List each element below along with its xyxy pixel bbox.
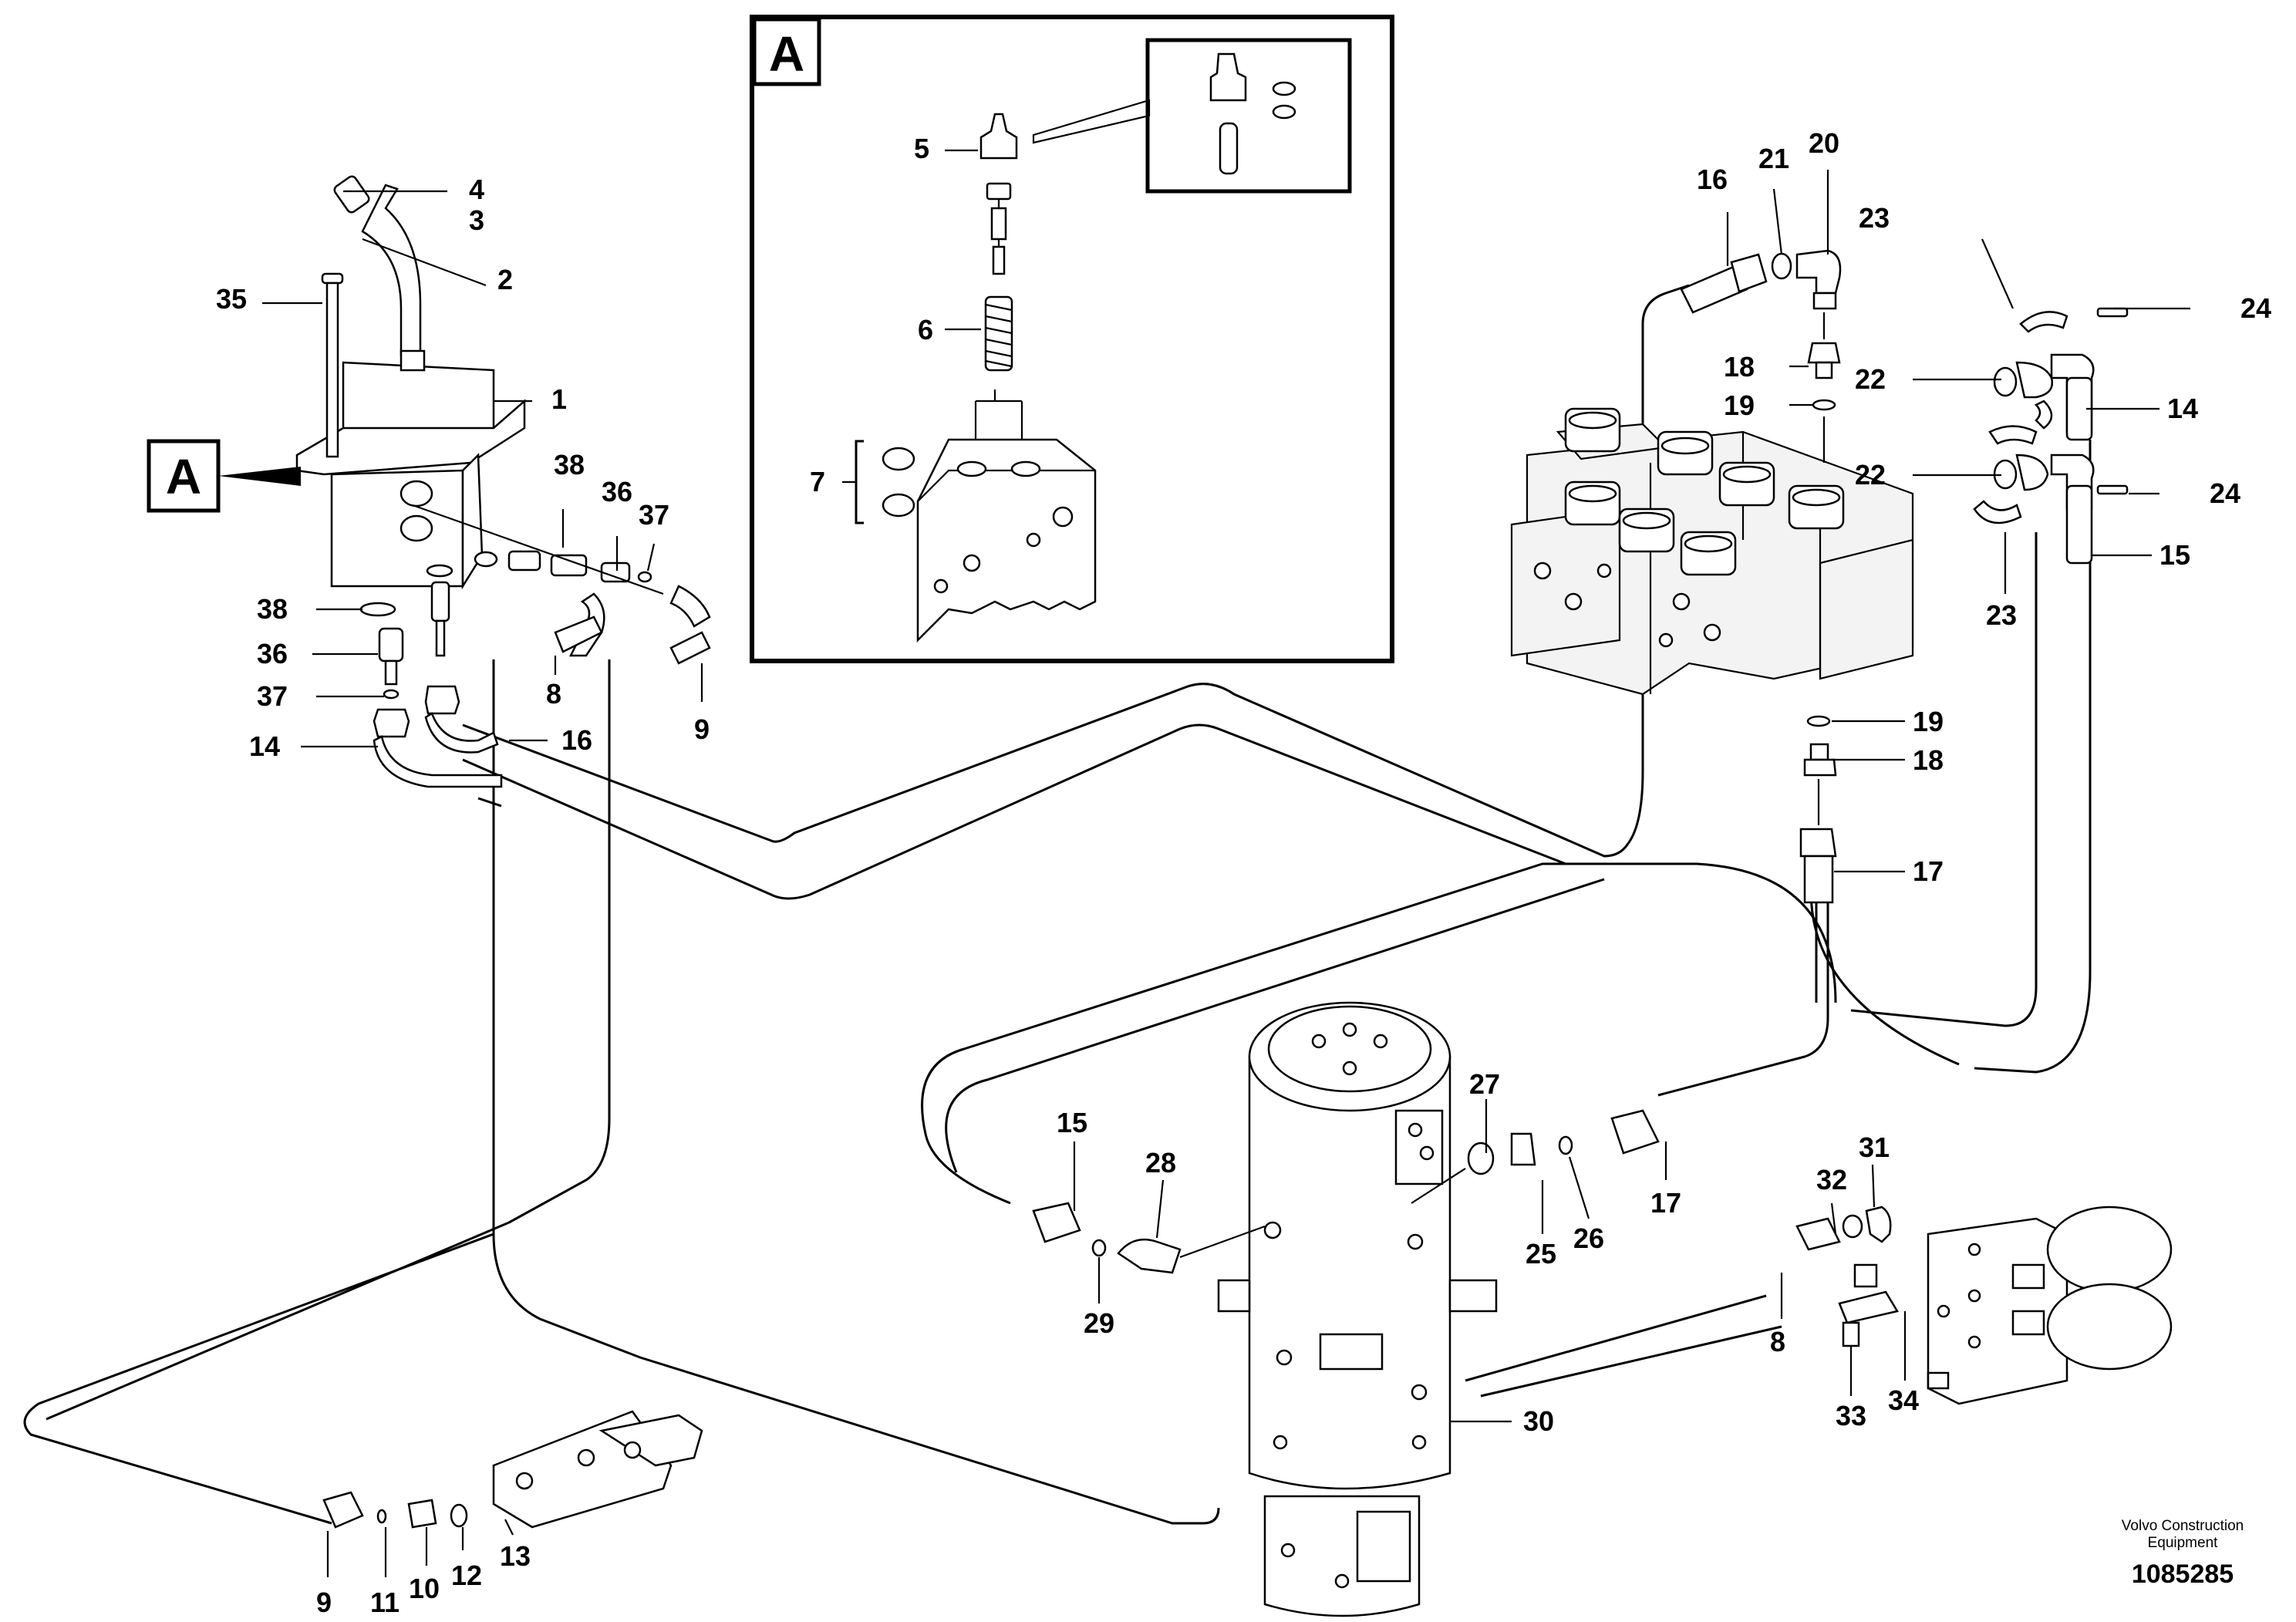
credit-line-1: Volvo Construction	[2122, 1518, 2244, 1534]
drawing-credit: Volvo Construction Equipment 1085285	[2122, 1518, 2244, 1589]
label-part-28: 28	[1145, 1147, 1176, 1179]
label-part-22-bottom: 22	[1855, 459, 1886, 491]
label-part-7: 7	[810, 466, 825, 497]
label-part-19-top: 19	[1724, 389, 1755, 421]
main-control-valve	[1510, 407, 1914, 696]
detail-a-reference: A	[147, 439, 301, 513]
label-part-24-top: 24	[2240, 292, 2271, 324]
drawing-number: 1085285	[2132, 1560, 2234, 1589]
label-part-23-bottom: 23	[1986, 599, 2017, 631]
label-part-13: 13	[500, 1540, 531, 1572]
label-part-24-bottom: 24	[2210, 477, 2240, 509]
label-part-3: 3	[469, 204, 484, 236]
label-part-38-top: 38	[554, 449, 585, 481]
label-part-23-top: 23	[1859, 202, 1890, 234]
label-part-32: 32	[1816, 1164, 1847, 1195]
label-part-17-bottom: 17	[1650, 1187, 1681, 1219]
label-part-10: 10	[409, 1573, 440, 1604]
label-part-14-left: 14	[249, 730, 280, 762]
detail-a-letter: A	[769, 26, 804, 82]
label-part-18-bottom: 18	[1913, 744, 1944, 776]
label-part-11: 11	[370, 1587, 400, 1618]
label-part-31: 31	[1859, 1131, 1890, 1163]
label-part-30: 30	[1523, 1405, 1554, 1437]
label-part-9-top: 9	[694, 713, 710, 745]
detail-a-frame: A	[750, 15, 1394, 663]
swivel-fittings	[1032, 1109, 2173, 1405]
detail-a-reference-letter: A	[166, 449, 201, 504]
label-part-25: 25	[1526, 1238, 1556, 1270]
label-part-21: 21	[1758, 143, 1789, 174]
label-part-8-left: 8	[546, 678, 561, 710]
label-part-27: 27	[1469, 1068, 1500, 1100]
label-part-2: 2	[497, 264, 513, 295]
label-part-37-top: 37	[639, 499, 669, 531]
label-part-37-left: 37	[257, 680, 288, 712]
label-part-6: 6	[918, 314, 933, 346]
label-part-20: 20	[1809, 127, 1839, 159]
label-part-17-top: 17	[1913, 855, 1944, 887]
label-part-19-bottom: 19	[1913, 706, 1944, 737]
label-part-36-left: 36	[257, 638, 288, 669]
label-part-35: 35	[216, 283, 247, 315]
credit-line-2: Equipment	[2148, 1535, 2219, 1551]
part-labels: 4 3 2 35 1 38 36 37 38 36 37 14 8 9 16 5…	[216, 127, 2271, 1618]
label-part-14-right: 14	[2167, 393, 2198, 424]
hose-routes	[23, 284, 2092, 1525]
label-part-33: 33	[1836, 1400, 1866, 1431]
label-part-18-top: 18	[1724, 351, 1755, 383]
bracket-assembly	[322, 1410, 703, 1529]
label-part-12: 12	[451, 1560, 482, 1591]
label-part-16-left: 16	[561, 724, 592, 756]
upper-right-fittings	[1680, 249, 2129, 904]
label-part-15-swivel: 15	[1057, 1107, 1087, 1138]
label-part-29: 29	[1084, 1307, 1114, 1339]
label-part-9-bottom: 9	[316, 1587, 332, 1618]
label-part-16-right: 16	[1697, 164, 1728, 195]
label-part-15-right: 15	[2159, 539, 2190, 571]
label-part-34: 34	[1888, 1384, 1919, 1416]
label-part-38-left: 38	[257, 593, 288, 625]
label-part-8-right: 8	[1770, 1326, 1785, 1357]
label-part-4: 4	[469, 174, 484, 205]
label-part-36-top: 36	[602, 476, 632, 508]
label-part-1: 1	[551, 383, 567, 415]
leader-lines	[262, 170, 2190, 1577]
pilot-control-assembly	[295, 175, 711, 788]
label-part-22-top: 22	[1855, 363, 1886, 395]
label-part-5: 5	[914, 133, 929, 164]
center-swivel	[1217, 1001, 1498, 1617]
label-part-26: 26	[1573, 1222, 1604, 1254]
